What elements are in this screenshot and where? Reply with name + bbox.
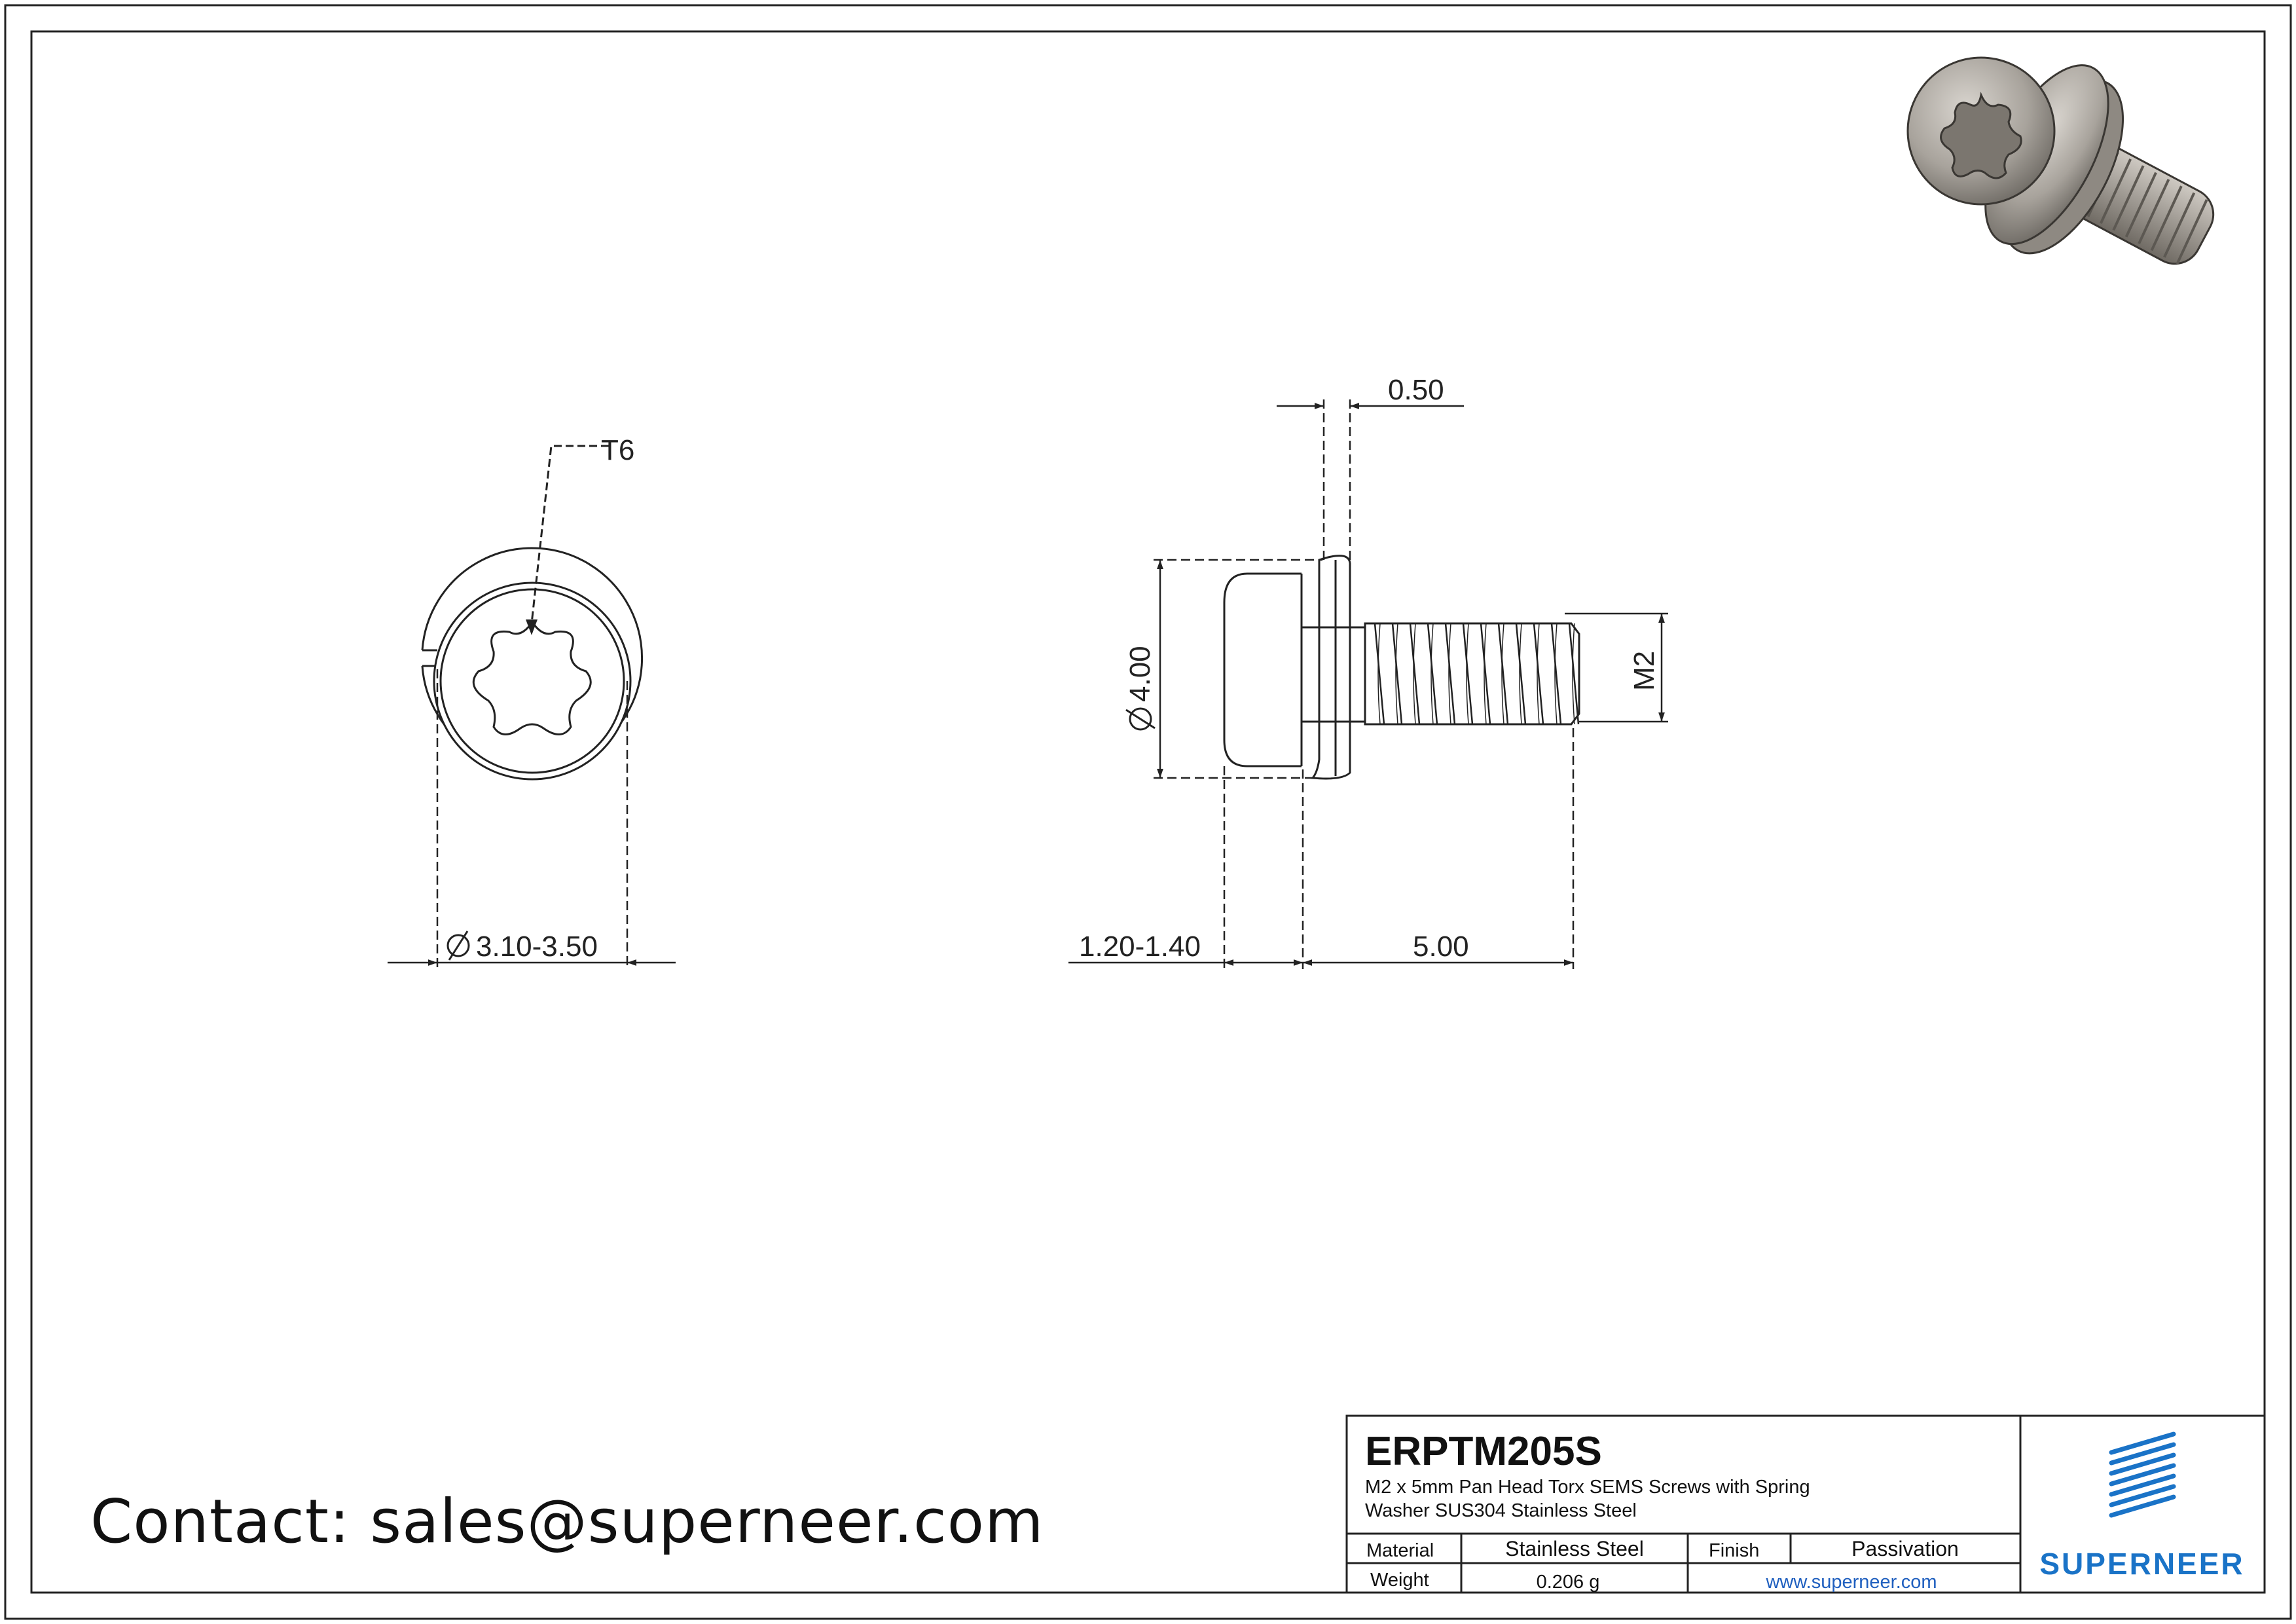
brand-name: SUPERNEER <box>2039 1547 2244 1581</box>
thread-crest <box>1430 623 1434 725</box>
render-thread-line <box>2150 185 2183 251</box>
dim-head-height-value: 1.20-1.40 <box>1079 931 1201 963</box>
render-thread-line <box>2138 179 2170 244</box>
description-line2: Washer SUS304 Stainless Steel <box>1365 1500 1637 1521</box>
thread-crest <box>1484 623 1487 725</box>
dim-head-diameter <box>1154 559 1322 779</box>
thread-crest <box>1572 623 1575 725</box>
dim-washer-thickness <box>1277 399 1464 560</box>
thread-crest <box>1519 623 1522 725</box>
superneer-logo-icon <box>2109 1431 2176 1518</box>
thread-line <box>1391 623 1403 725</box>
thread-line <box>1550 623 1562 725</box>
diameter-symbol-icon <box>446 931 470 961</box>
torx-recess-icon <box>472 620 592 735</box>
diameter-symbol-icon-2 <box>1125 707 1156 731</box>
screw-3d-render <box>1906 56 2215 265</box>
dim-thread-size <box>1565 612 1668 723</box>
dim-washer-diameter-value: 3.10-3.50 <box>476 931 598 963</box>
thread-crest <box>1501 623 1504 725</box>
head-circle <box>433 581 632 781</box>
dim-length <box>1303 728 1575 969</box>
side-view <box>1223 555 1580 780</box>
thread-crest <box>1466 623 1469 725</box>
thread-line <box>1374 623 1385 725</box>
material-label: Material <box>1366 1540 1434 1561</box>
dim-thread-size-value: M2 <box>1628 651 1660 691</box>
material-value: Stainless Steel <box>1505 1537 1644 1560</box>
inner-border <box>30 30 2266 1594</box>
dim-washer-diameter <box>388 669 676 969</box>
dim-length-value: 5.00 <box>1413 931 1469 963</box>
render-thread-line <box>2099 158 2132 224</box>
thread-line <box>1533 623 1544 725</box>
dim-drive-size: T6 <box>601 434 634 466</box>
spring-washer <box>1310 555 1351 780</box>
thread-crest <box>1537 623 1540 725</box>
top-view <box>421 445 644 781</box>
render-thread-line <box>2112 165 2145 231</box>
dim-head-height <box>1068 766 1304 969</box>
dim-washer-thickness-value: 0.50 <box>1388 374 1444 406</box>
render-thread-line <box>2163 192 2196 258</box>
thread-crest <box>1554 623 1558 725</box>
weight-label: Weight <box>1370 1570 1429 1591</box>
thread-line <box>1515 623 1527 725</box>
thread-body <box>1364 622 1580 726</box>
render-thread-line <box>2124 172 2157 238</box>
website-link[interactable]: www.superneer.com <box>1765 1572 1937 1593</box>
thread-crest <box>1377 623 1381 725</box>
thread-lines <box>1374 623 1580 725</box>
render-thread-line <box>2176 199 2208 265</box>
finish-label: Finish <box>1709 1540 1759 1561</box>
thread-crest <box>1413 623 1416 725</box>
thread-crest <box>1448 623 1451 725</box>
title-block <box>1345 1414 2266 1594</box>
thread-line <box>1409 623 1421 725</box>
weight-value: 0.206 g <box>1537 1572 1600 1593</box>
thread-line <box>1462 623 1474 725</box>
thread-line <box>1427 623 1438 725</box>
thread-line <box>1568 623 1580 725</box>
description-line1: M2 x 5mm Pan Head Torx SEMS Screws with … <box>1365 1477 1810 1498</box>
thread-crest <box>1395 623 1398 725</box>
dim-head-diameter-value: 4.00 <box>1124 646 1156 702</box>
thread-line <box>1444 623 1456 725</box>
outer-border <box>4 4 2292 1620</box>
thread-line <box>1497 623 1509 725</box>
contact-email[interactable]: Contact: sales@superneer.com <box>90 1486 1044 1557</box>
part-number: ERPTM205S <box>1365 1429 1602 1474</box>
finish-value: Passivation <box>1851 1537 1959 1560</box>
thread-line <box>1480 623 1491 725</box>
